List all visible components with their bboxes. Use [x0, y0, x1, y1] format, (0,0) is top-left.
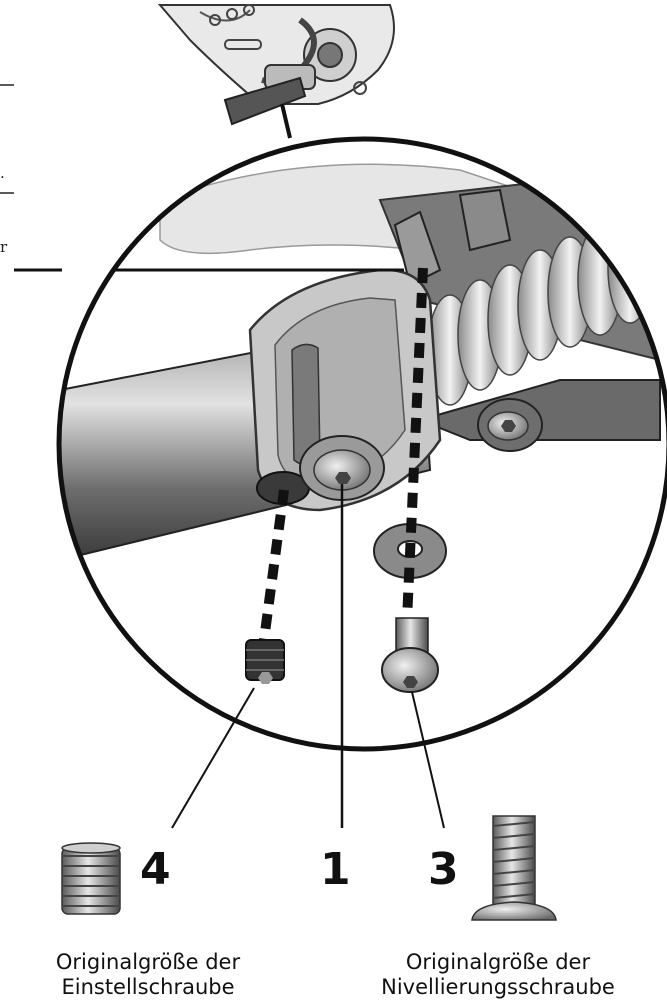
callout-number-1: 1 [320, 844, 351, 895]
margin-rules [0, 84, 14, 194]
detail-circle [56, 136, 667, 752]
leveling-screw-icon [381, 617, 439, 693]
leveling-screw-actual-size [471, 815, 557, 921]
hex-socket-icon [501, 420, 516, 432]
caption-set-screw: Originalgröße der Einstellschraube [28, 950, 268, 1000]
caption-set-screw-line2: Einstellschraube [61, 975, 235, 999]
margin-fragment-letter: r [0, 238, 8, 256]
caption-leveling-screw-line2: Nivellierungsschraube [381, 975, 615, 999]
set-screw-actual-size [61, 842, 121, 915]
machine-top-view [157, 4, 395, 139]
caption-set-screw-line1: Originalgröße der [55, 950, 241, 974]
margin-fragment-period: . [0, 164, 5, 182]
caption-leveling-screw-line1: Originalgröße der [405, 950, 591, 974]
callout-number-3: 3 [428, 844, 459, 895]
leader-line-3 [411, 691, 445, 829]
caption-leveling-screw: Originalgröße der Nivellierungsschraube [358, 950, 638, 1000]
leader-line-4 [171, 687, 255, 829]
callout-number-4: 4 [140, 844, 171, 895]
set-screw-icon [245, 639, 285, 684]
detail-content [59, 139, 667, 749]
